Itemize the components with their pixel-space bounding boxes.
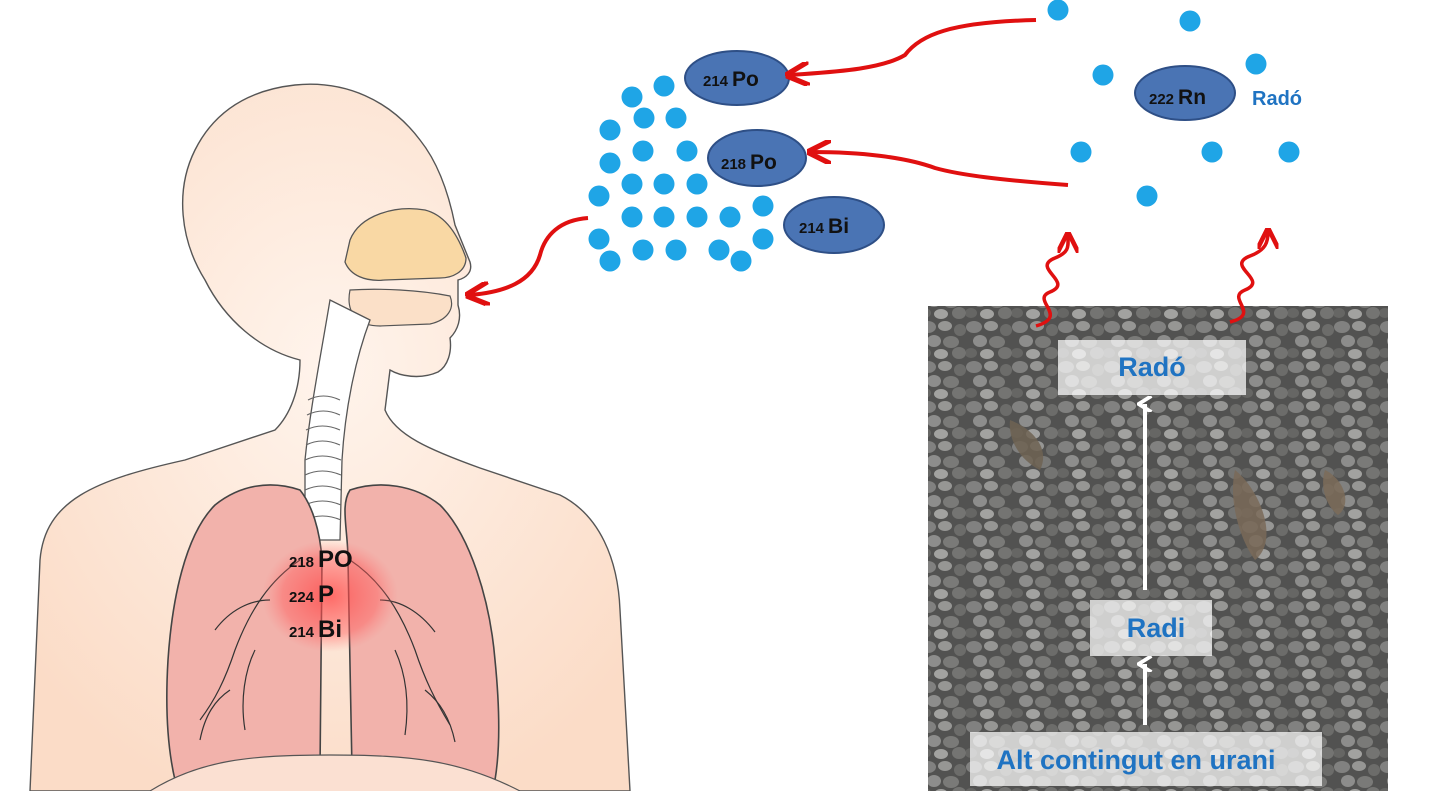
particle — [665, 239, 687, 261]
particle — [719, 206, 741, 228]
isotope-bi214-mass: 214 — [799, 220, 825, 237]
soil-label-radi-text: Radi — [1127, 613, 1186, 643]
decay-arrows — [470, 18, 1069, 295]
isotope-bi214-symbol: Bi — [828, 215, 849, 238]
lung-isotope-1-symbol: PO — [318, 546, 353, 573]
particle — [752, 228, 774, 250]
radon-label: Radó — [1252, 88, 1302, 110]
lung-isotope-2-mass: 224 — [289, 589, 315, 606]
human-figure — [29, 83, 631, 791]
lung-isotope-2-symbol: P — [318, 581, 334, 608]
particle — [708, 239, 730, 261]
particle — [1136, 185, 1158, 207]
particle — [1245, 53, 1267, 75]
particle — [599, 119, 621, 141]
leaf — [1009, 420, 1044, 470]
particle — [1278, 141, 1300, 163]
particle — [599, 152, 621, 174]
trachea — [304, 299, 371, 541]
particle — [1092, 64, 1114, 86]
particle — [632, 140, 654, 162]
lower-body-outline — [149, 754, 521, 791]
particle — [730, 250, 752, 272]
particle — [633, 107, 655, 129]
particle — [653, 206, 675, 228]
trachea-rings — [304, 395, 342, 521]
wavy-arrow-left — [1035, 236, 1068, 328]
wavy-arrow-right — [1229, 232, 1268, 324]
soil-label-rado-text: Radó — [1118, 352, 1186, 382]
isotope-rn222-symbol: Rn — [1178, 86, 1206, 109]
particle — [621, 206, 643, 228]
particle-cluster-left — [588, 75, 774, 272]
particle — [621, 86, 643, 108]
particle — [686, 173, 708, 195]
particle — [632, 239, 654, 261]
nasal-cavity — [344, 208, 467, 281]
lung-isotope-1-mass: 218 — [289, 554, 314, 571]
arrow-air-to-nose — [470, 216, 589, 295]
isotope-po214-symbol: Po — [732, 68, 759, 91]
isotope-po214-mass: 214 — [703, 73, 729, 90]
isotope-po218-symbol: Po — [750, 151, 777, 174]
isotope-rn222-mass: 222 — [1149, 91, 1174, 108]
particle — [588, 228, 610, 250]
emanation-arrows — [1035, 232, 1268, 328]
soil-label-urani-text: Alt contingut en urani — [997, 745, 1276, 775]
soil-label-urani: Alt contingut en urani — [970, 732, 1322, 786]
particle — [665, 107, 687, 129]
particle — [676, 140, 698, 162]
particle — [1070, 141, 1092, 163]
isotope-po218-mass: 218 — [721, 156, 746, 173]
particle — [599, 250, 621, 272]
soil-label-rado: Radó — [1058, 340, 1246, 395]
lung-isotope-3-mass: 214 — [289, 624, 315, 641]
soil-label-radi: Radi — [1090, 600, 1212, 656]
arrow-rn-to-po214 — [790, 18, 1037, 75]
leaf — [1323, 470, 1346, 515]
particle — [752, 195, 774, 217]
particle — [1047, 0, 1069, 21]
particle — [686, 206, 708, 228]
leaf — [1232, 470, 1267, 560]
arrow-rn-to-po218 — [812, 152, 1069, 187]
particle-cluster-right — [1047, 0, 1300, 207]
lung-contamination-glow — [262, 540, 398, 652]
particle — [588, 185, 610, 207]
particle — [1179, 10, 1201, 32]
particle — [621, 173, 643, 195]
particle — [653, 173, 675, 195]
lung-isotope-3-symbol: Bi — [318, 616, 342, 643]
particle — [653, 75, 675, 97]
particle — [1201, 141, 1223, 163]
